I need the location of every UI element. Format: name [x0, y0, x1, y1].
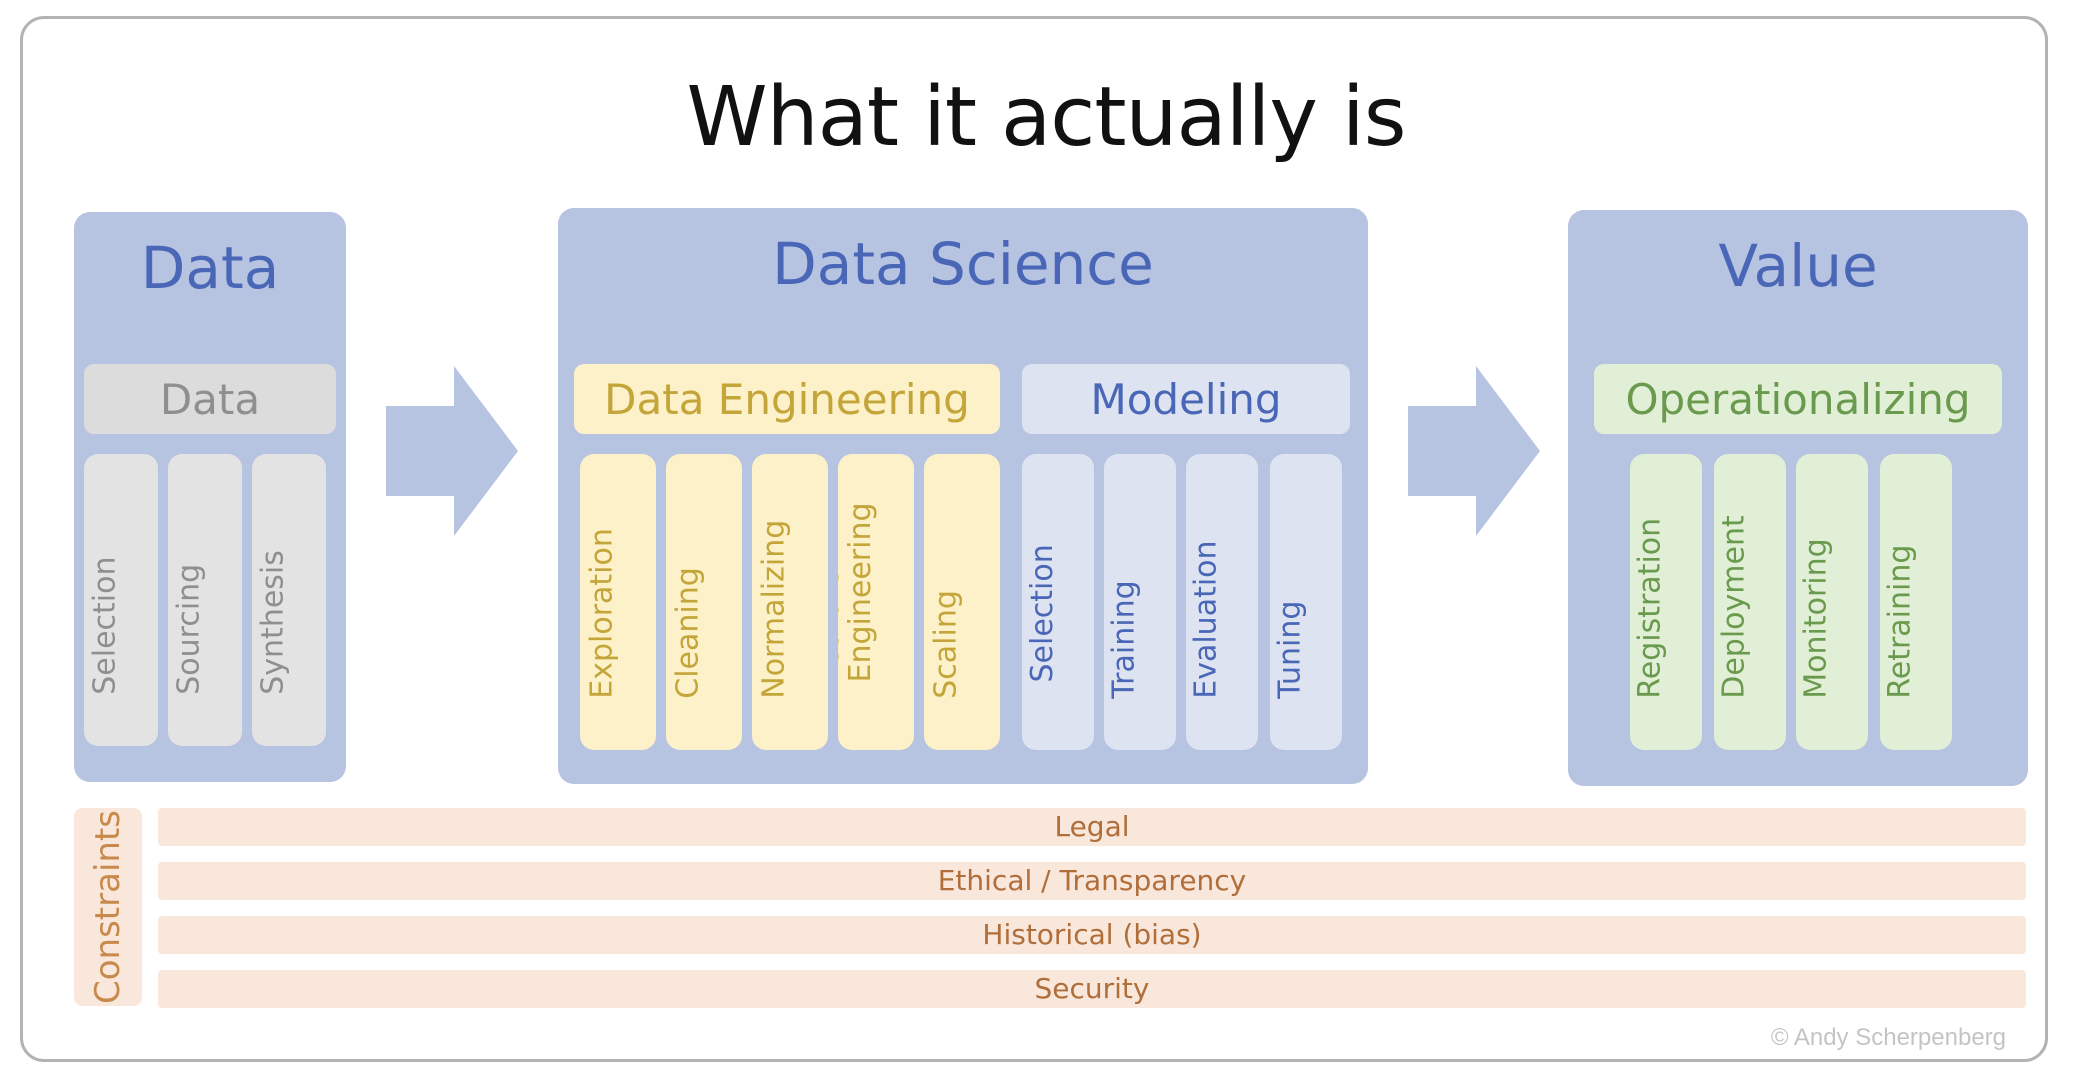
- engineering-item-label: Cleaning: [670, 566, 706, 699]
- data-science-panel-title: Data Science: [772, 230, 1154, 298]
- modeling-item-training: Training: [1104, 454, 1176, 750]
- data-item-label: Synthesis: [255, 549, 291, 695]
- engineering-item-label: Exploration: [584, 527, 620, 699]
- right-arrow-icon: [386, 366, 518, 536]
- modeling-band: Modeling: [1022, 364, 1350, 434]
- value-item-deployment: Deployment: [1714, 454, 1786, 750]
- modeling-item-label: Tuning: [1272, 600, 1308, 699]
- data-item-synthesis: Synthesis: [252, 454, 326, 746]
- data-engineering-band: Data Engineering: [574, 364, 1000, 434]
- engineering-item-exploration: Exploration: [580, 454, 656, 750]
- engineering-item-feature-engineering: Feature Engineering: [838, 454, 914, 750]
- value-panel: Value Operationalizing Registration Depl…: [1568, 210, 2028, 786]
- modeling-item-evaluation: Evaluation: [1186, 454, 1258, 750]
- modeling-item-tuning: Tuning: [1270, 454, 1342, 750]
- value-panel-title: Value: [1718, 232, 1878, 300]
- engineering-item-cleaning: Cleaning: [666, 454, 742, 750]
- engineering-item-normalizing: Normalizing: [752, 454, 828, 750]
- value-item-label: Monitoring: [1798, 537, 1834, 699]
- data-item-label: Selection: [87, 555, 123, 695]
- operationalizing-band: Operationalizing: [1594, 364, 2002, 434]
- engineering-item-label: Scaling: [928, 589, 964, 699]
- data-science-panel: Data Science Data Engineering Modeling E…: [558, 208, 1368, 784]
- constraint-historical: Historical (bias): [158, 916, 2026, 954]
- modeling-item-label: Training: [1106, 579, 1142, 699]
- modeling-item-label: Evaluation: [1188, 539, 1224, 699]
- value-item-label: Registration: [1632, 517, 1668, 699]
- value-item-monitoring: Monitoring: [1796, 454, 1868, 750]
- constraint-ethical: Ethical / Transparency: [158, 862, 2026, 900]
- data-panel: Data Data Selection Sourcing Synthesis: [74, 212, 346, 782]
- data-panel-title: Data: [140, 234, 280, 302]
- data-band: Data: [84, 364, 336, 434]
- engineering-item-label: Normalizing: [756, 519, 792, 699]
- value-item-retraining: Retraining: [1880, 454, 1952, 750]
- modeling-item-label: Model Selection: [1022, 544, 1060, 683]
- modeling-item-model-selection: Model Selection: [1022, 454, 1094, 750]
- constraints-label-box: Constraints: [74, 808, 142, 1006]
- right-arrow-icon: [1408, 366, 1540, 536]
- diagram-title: What it actually is: [686, 70, 1407, 165]
- value-item-registration: Registration: [1630, 454, 1702, 750]
- data-item-selection: Selection: [84, 454, 158, 746]
- data-item-sourcing: Sourcing: [168, 454, 242, 746]
- constraint-legal: Legal: [158, 808, 2026, 846]
- engineering-item-label: Feature Engineering: [838, 502, 878, 683]
- constraints-label: Constraints: [88, 810, 128, 1004]
- data-item-label: Sourcing: [171, 563, 207, 695]
- engineering-item-scaling: Scaling: [924, 454, 1000, 750]
- copyright-credit: © Andy Scherpenberg: [1770, 1024, 2006, 1051]
- value-item-label: Retraining: [1882, 544, 1918, 699]
- value-item-label: Deployment: [1716, 514, 1752, 699]
- constraint-security: Security: [158, 970, 2026, 1008]
